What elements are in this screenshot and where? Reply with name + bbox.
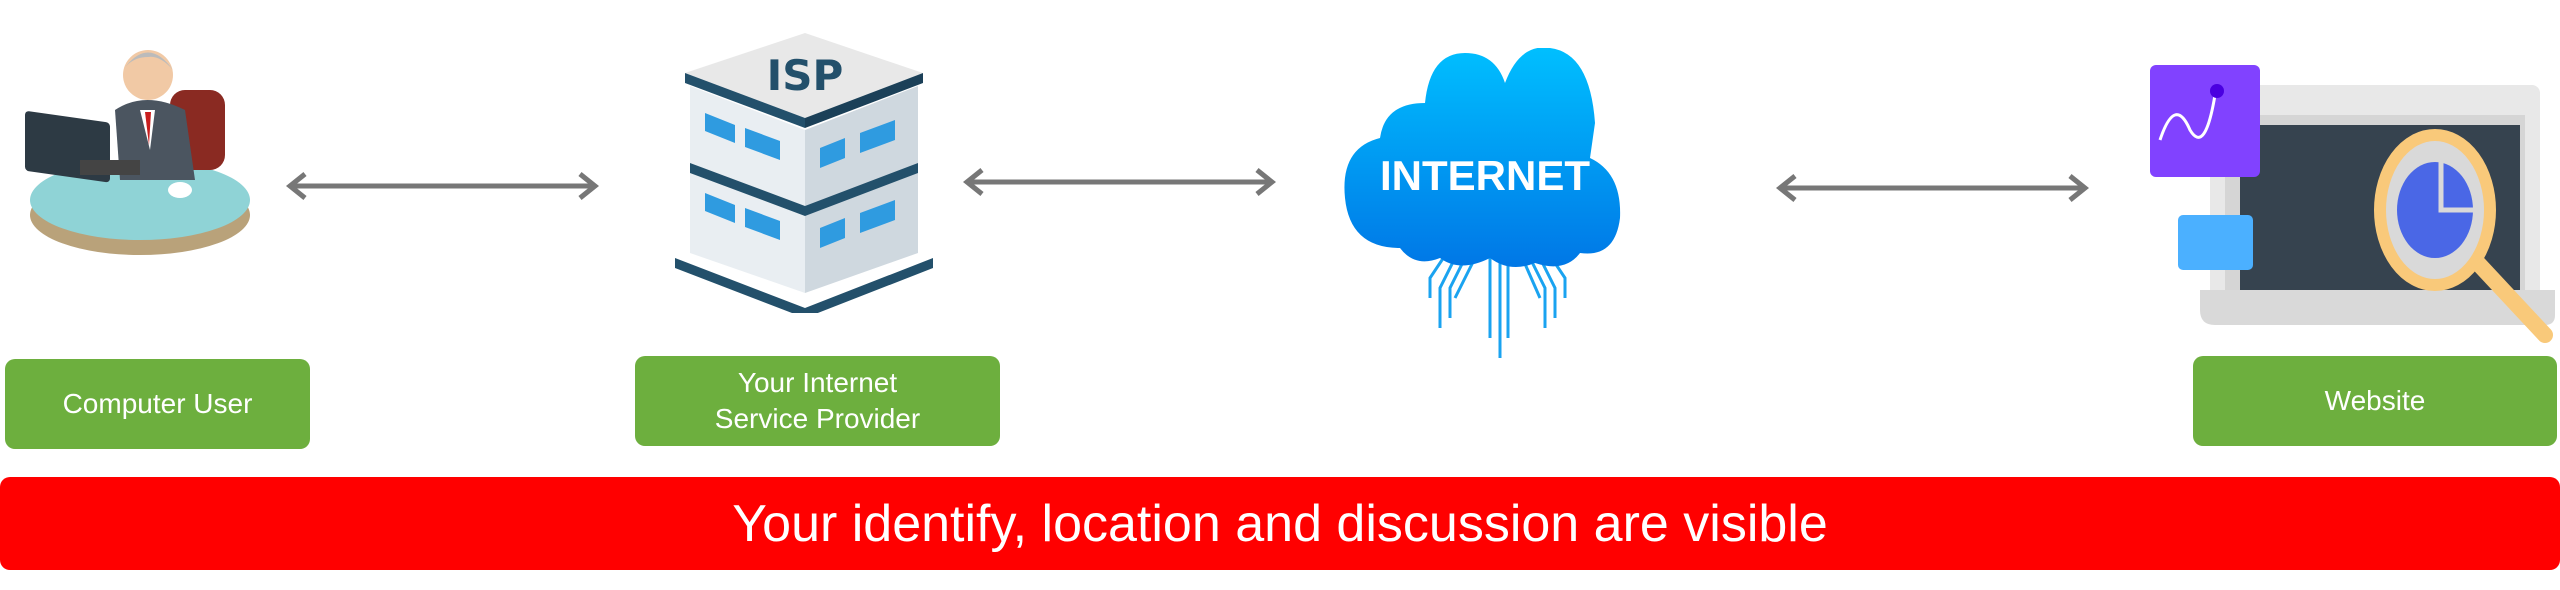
website-label: Website (2193, 356, 2557, 446)
website-label-text: Website (2324, 385, 2426, 416)
computer-user-label-text: Computer User (62, 388, 253, 419)
internet-cloud-icon: INTERNET (1344, 48, 1621, 358)
arrow-isp-internet (962, 168, 1277, 196)
isp-label-line2: Service Provider (714, 403, 921, 434)
arrow-user-isp (285, 172, 600, 200)
internet-icon-text: INTERNET (1380, 152, 1590, 199)
website-analytics-icon (2150, 65, 2555, 343)
isp-icon-text: ISP (767, 51, 844, 100)
arrow-internet-website (1775, 174, 2090, 202)
isp-building-icon: ISP (675, 33, 933, 313)
isp-label-line1: Your Internet (737, 367, 898, 398)
warning-banner: Your identify, location and discussion a… (0, 477, 2560, 570)
warning-banner-text: Your identify, location and discussion a… (732, 494, 1828, 553)
isp-label: Your Internet Service Provider (635, 356, 1000, 446)
computer-user-label: Computer User (5, 359, 310, 449)
computer-user-icon (25, 50, 250, 255)
